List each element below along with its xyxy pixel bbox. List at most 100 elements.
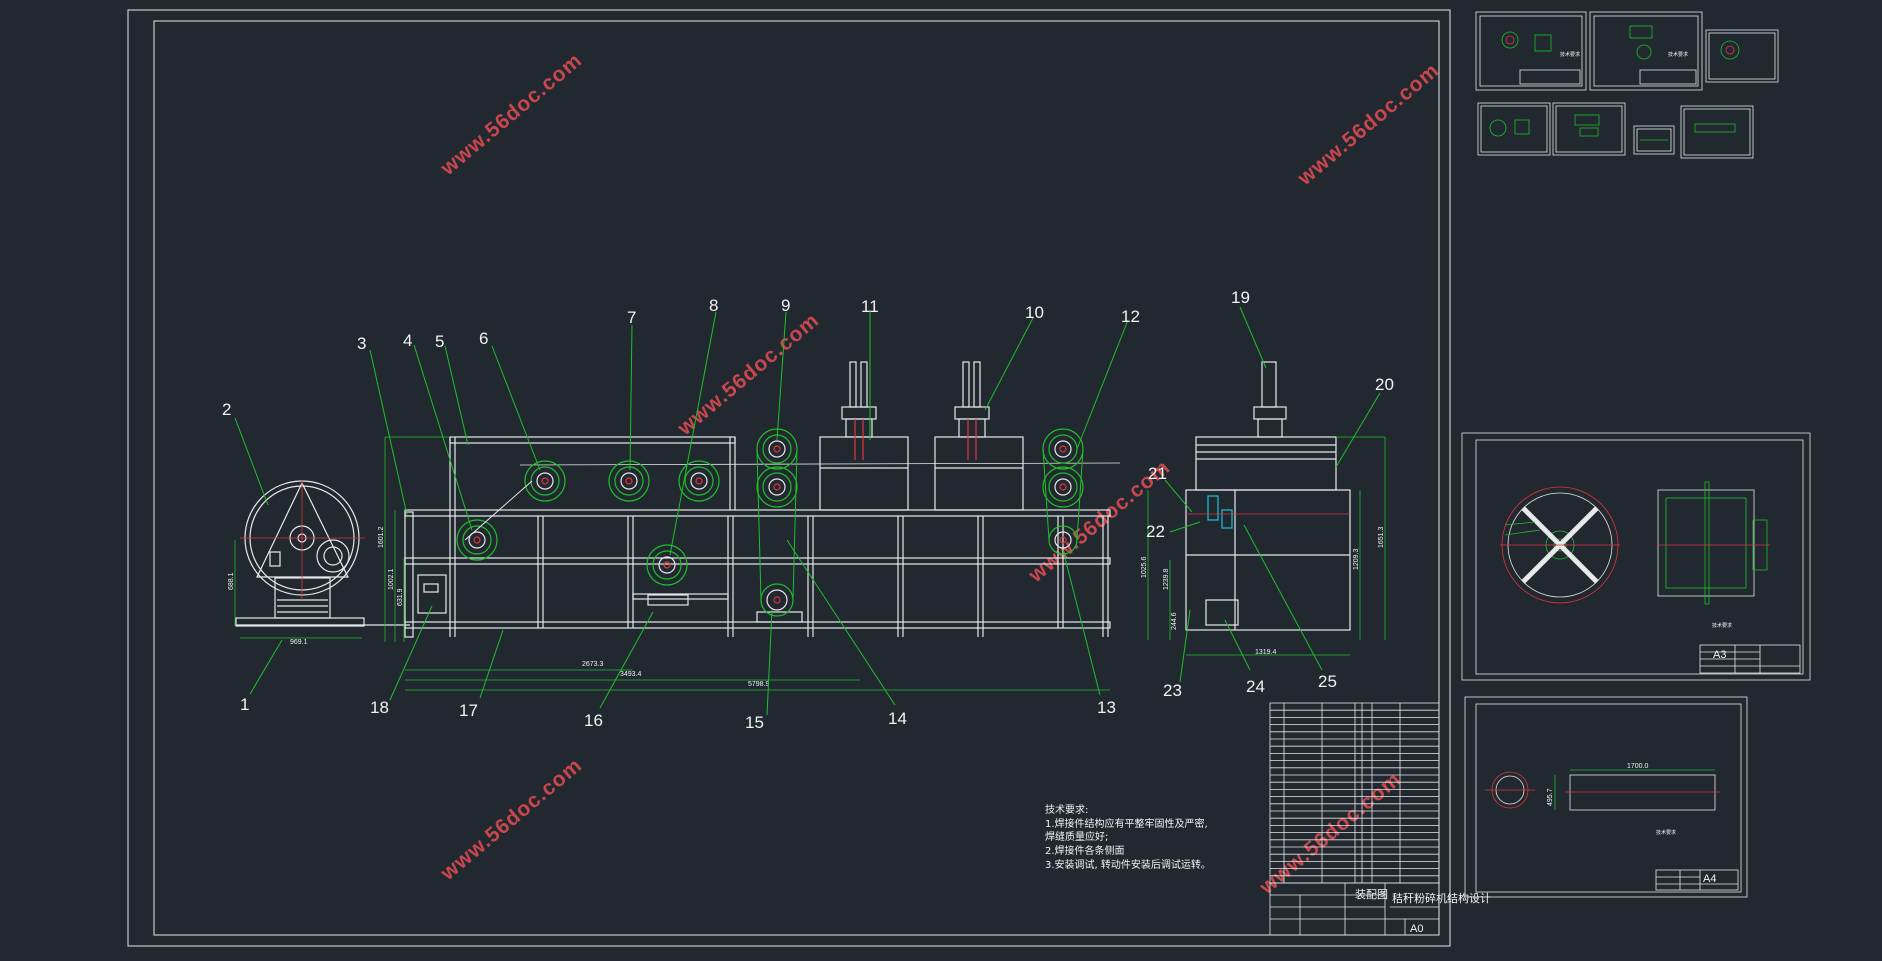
roller [756,466,798,508]
winder-cyan-block [1207,495,1219,521]
winder-frame [1185,489,1351,631]
dim-right-low: 244.6 [1171,612,1178,630]
drive-motor-base [756,611,803,623]
dim-frame-lower: 1002.1 [388,568,395,590]
parts-list [1269,702,1440,884]
callout-23: 23 [1163,681,1182,700]
callout-3: 3 [357,334,366,353]
cutter-head-b [954,361,990,460]
callout-7: 7 [627,308,636,327]
thumb-sheet-5 [1552,102,1626,156]
svg-text:495.7: 495.7 [1547,788,1554,806]
svg-text:A4: A4 [1703,873,1716,885]
main-frame [404,361,1121,638]
svg-text:A3: A3 [1713,649,1726,661]
inner-shelf [632,593,729,600]
title-block-sheet-size: A0 [1410,923,1423,935]
notes-line-1: 1.焊接件结构应有平整牢固性及严密, [1045,817,1208,830]
svg-text:技术要求: 技术要求 [1712,622,1732,629]
callout-1: 1 [240,695,249,714]
callout-19: 19 [1231,288,1250,307]
upper-left-end [404,511,414,638]
notes-heading: 技术要求: [1045,803,1088,816]
title-block-frame [1269,882,1440,936]
callout-14: 14 [888,709,907,728]
dim-span-b: 3493.4 [620,671,642,678]
callout-8: 8 [709,296,718,315]
cutter-head-a [841,361,877,460]
unwinder-roller [316,539,350,573]
control-box-screen [423,583,439,593]
callout-numbers: 1 2 3 4 5 6 7 8 9 10 11 12 13 14 15 16 1… [222,288,1394,732]
spool-detail-sheet: 技术要求 A3 [1461,432,1811,681]
callout-18: 18 [370,698,389,717]
watermark-group: www.56doc.com www.56doc.com www.56doc.co… [436,49,1444,900]
watermark-text: www.56doc.com [1255,768,1406,900]
technical-notes: 技术要求: 1.焊接件结构应有平整牢固性及严密, 焊缝质量应好; 2.焊接件各条… [1045,803,1211,871]
roller-group [456,428,1084,617]
callout-4: 4 [403,331,412,350]
dim-total-length: 5798.9 [748,681,770,688]
notes-line-3: 3.安装调试, 转动件安装后调试运转。 [1045,858,1211,871]
dim-right-height-b: 1209.3 [1353,548,1360,570]
title-block-mat-label: 装配图 [1355,888,1388,901]
watermark-text: www.56doc.com [1293,59,1444,191]
thumb-sheet-4 [1477,102,1551,156]
title-block-drawing-title: 秸秆粉碎机结构设计 [1392,891,1491,905]
top-rail [404,509,1111,517]
callout-9: 9 [781,296,790,315]
callout-10: 10 [1025,303,1044,322]
watermark-text: www.56doc.com [436,49,587,181]
callout-25: 25 [1318,672,1337,691]
thumb-sheet-7 [1680,105,1754,159]
callout-21: 21 [1148,464,1167,483]
callout-17: 17 [459,701,478,720]
notes-line-1b: 焊缝质量应好; [1045,830,1108,843]
roller [1042,466,1084,508]
winder-motor [1205,599,1239,626]
callout-15: 15 [745,713,764,732]
dim-span-a: 2673.3 [582,661,604,668]
dim-frame-height: 1601.2 [378,526,385,548]
cutter-box-b [934,436,1024,511]
cutter-box-a [819,436,909,511]
middle-rail [404,557,1111,565]
lower-roller-bracket [647,594,689,606]
callout-6: 6 [479,329,488,348]
roller [524,460,566,502]
sheet-inner-border [153,20,1440,936]
belt-group [464,448,1084,601]
callout-2: 2 [222,400,231,419]
winder-cutter-head [1261,361,1277,408]
callout-16: 16 [584,711,603,730]
dim-frame-mid: 631.9 [397,588,404,606]
svg-text:1700.0: 1700.0 [1627,763,1649,770]
roller [608,460,650,502]
unwinder-roller-inner [323,546,343,566]
parts-list-rows [1270,709,1439,877]
dim-right-height-d: 1239.8 [1163,568,1170,590]
callout-22: 22 [1146,522,1165,541]
winder-assembly [1185,361,1351,631]
unwinder-assembly [235,480,410,627]
roller [646,544,688,586]
thumb-sheet-3 [1705,29,1779,83]
sheet-outer-border [127,9,1451,947]
svg-text:技术要求: 技术要求 [1560,51,1580,58]
callout-12: 12 [1121,307,1140,326]
callout-13: 13 [1097,698,1116,717]
roller [760,583,794,617]
dim-height-left: 688.1 [228,572,235,590]
frame-legs [449,510,1109,637]
callout-24: 24 [1246,677,1265,696]
roller [456,519,498,561]
unwinder-base-plate [235,617,365,627]
dim-right-height-c: 1025.6 [1141,556,1148,578]
pipe-detail-sheet: 技术要求 A4 1700.0 495.7 [1464,696,1748,898]
film-path [519,462,1121,466]
dimension-texts: 969.1 688.1 1601.2 1002.1 631.9 2673.3 3… [228,526,1385,688]
bottom-rail [404,621,1111,629]
thumbnail-sheets: 技术要求 技术要求 [1461,11,1811,898]
roller [678,460,720,502]
